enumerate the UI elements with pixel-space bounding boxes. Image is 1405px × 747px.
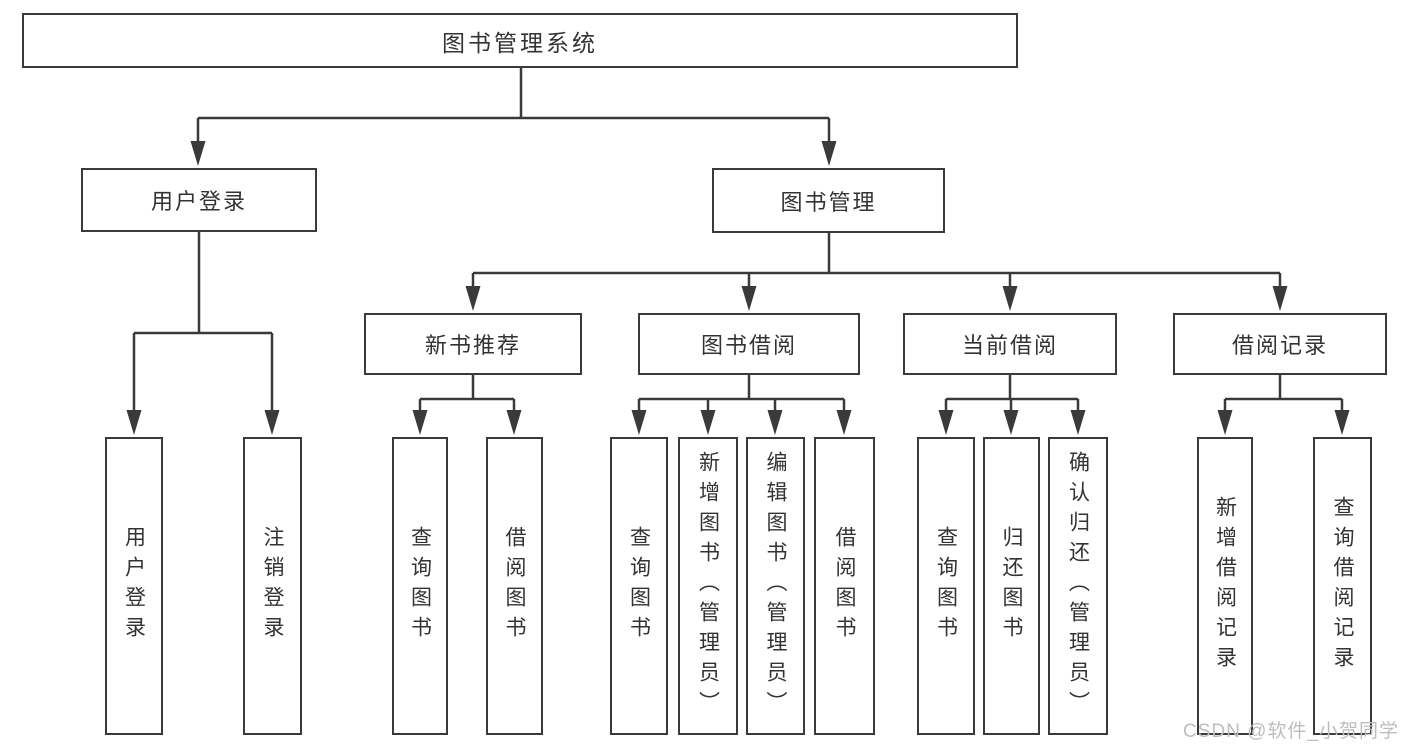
node-user-login-branch: 用户登录 [81,168,317,232]
node-new-book-recommend-label: 新书推荐 [424,333,521,358]
node-current-borrowing: 当前借阅 [903,313,1117,375]
node-book-management-label: 图书管理 [780,189,877,215]
leaf-logout-label: 注销登录 [261,526,284,646]
node-new-book-recommend: 新书推荐 [364,313,582,375]
leaf-borrow-books: 借阅图书 [814,437,875,735]
leaf-add-book-admin-label: 新增图书（管理员） [696,451,720,721]
leaf-add-book-admin: 新增图书（管理员） [678,437,738,735]
leaf-query-books-borrow-label: 查询图书 [627,526,651,646]
leaf-confirm-return-admin: 确认归还（管理员） [1048,437,1108,735]
leaf-return-books: 归还图书 [983,437,1040,735]
leaf-query-books-recommend-label: 查询图书 [408,526,432,646]
leaf-confirm-return-admin-label: 确认归还（管理员） [1066,451,1090,721]
leaf-add-borrow-record-label: 新增借阅记录 [1213,496,1237,676]
leaf-edit-book-admin-label: 编辑图书（管理员） [764,451,787,721]
leaf-add-borrow-record: 新增借阅记录 [1197,437,1253,735]
node-root-label: 图书管理系统 [442,29,598,56]
leaf-edit-book-admin: 编辑图书（管理员） [746,437,805,735]
node-borrowing-records-label: 借阅记录 [1231,333,1328,358]
leaf-query-books-recommend: 查询图书 [392,437,448,735]
leaf-logout: 注销登录 [243,437,302,735]
leaf-borrow-books-label: 借阅图书 [833,526,856,646]
leaf-query-books-borrow: 查询图书 [610,437,668,735]
leaf-user-login-label: 用户登录 [122,526,146,646]
leaf-user-login: 用户登录 [105,437,163,735]
watermark: CSDN @软件_小贺同学 [1183,721,1399,742]
node-book-borrowing-label: 图书借阅 [700,333,797,358]
leaf-query-borrow-record: 查询借阅记录 [1313,437,1372,735]
node-book-borrowing: 图书借阅 [638,313,860,375]
leaf-query-borrow-record-label: 查询借阅记录 [1331,496,1354,676]
leaf-query-books-current-label: 查询图书 [934,526,958,646]
leaf-borrow-books-recommend: 借阅图书 [486,437,543,735]
leaf-borrow-books-recommend-label: 借阅图书 [503,526,526,646]
node-borrowing-records: 借阅记录 [1173,313,1387,375]
arrowhead-book-management [821,141,837,166]
arrowhead-user-login [190,141,206,166]
leaf-query-books-current: 查询图书 [917,437,975,735]
node-book-management: 图书管理 [712,168,945,233]
leaf-return-books-label: 归还图书 [1000,526,1023,646]
node-user-login-branch-label: 用户登录 [150,189,247,214]
node-current-borrowing-label: 当前借阅 [961,333,1058,358]
node-root: 图书管理系统 [22,13,1018,68]
